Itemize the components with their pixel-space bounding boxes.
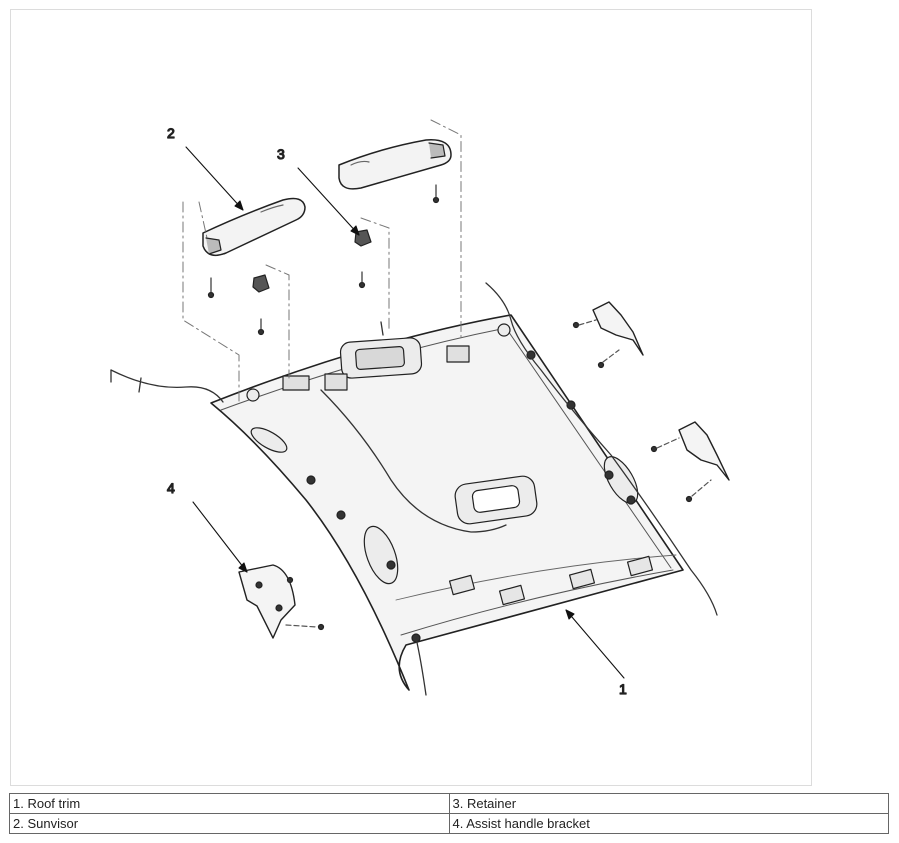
callout-2: 2 — [167, 125, 175, 141]
legend-row: 2. Sunvisor 4. Assist handle bracket — [9, 813, 889, 834]
callout-1: 1 — [619, 681, 627, 697]
callout-4: 4 — [167, 480, 175, 496]
parts-legend-table: 1. Roof trim 3. Retainer 2. Sunvisor 4. … — [9, 793, 889, 834]
diagram-frame: 2 3 4 1 — [10, 9, 812, 786]
legend-item-sunvisor: 2. Sunvisor — [9, 813, 450, 834]
exploded-view-diagram: 2 3 4 1 — [110, 119, 730, 698]
sunvisor-left — [202, 197, 306, 299]
roof-trim — [210, 314, 684, 691]
legend-item-retainer: 3. Retainer — [448, 793, 889, 814]
legend-item-roof-trim: 1. Roof trim — [9, 793, 450, 814]
retainer-right — [354, 229, 372, 289]
retainer-left — [252, 274, 270, 336]
assembly-guide-lines — [182, 119, 462, 403]
wiring-harness — [110, 282, 718, 696]
sunvisor-right — [338, 139, 452, 204]
leader-lines — [185, 146, 625, 679]
legend-row: 1. Roof trim 3. Retainer — [9, 793, 889, 814]
assist-handle-bracket-right-rear — [650, 421, 730, 503]
callout-3: 3 — [277, 146, 285, 162]
legend-item-assist-handle-bracket: 4. Assist handle bracket — [448, 813, 889, 834]
assist-handle-bracket-left — [238, 564, 325, 639]
assist-handle-bracket-right-front — [572, 301, 644, 369]
